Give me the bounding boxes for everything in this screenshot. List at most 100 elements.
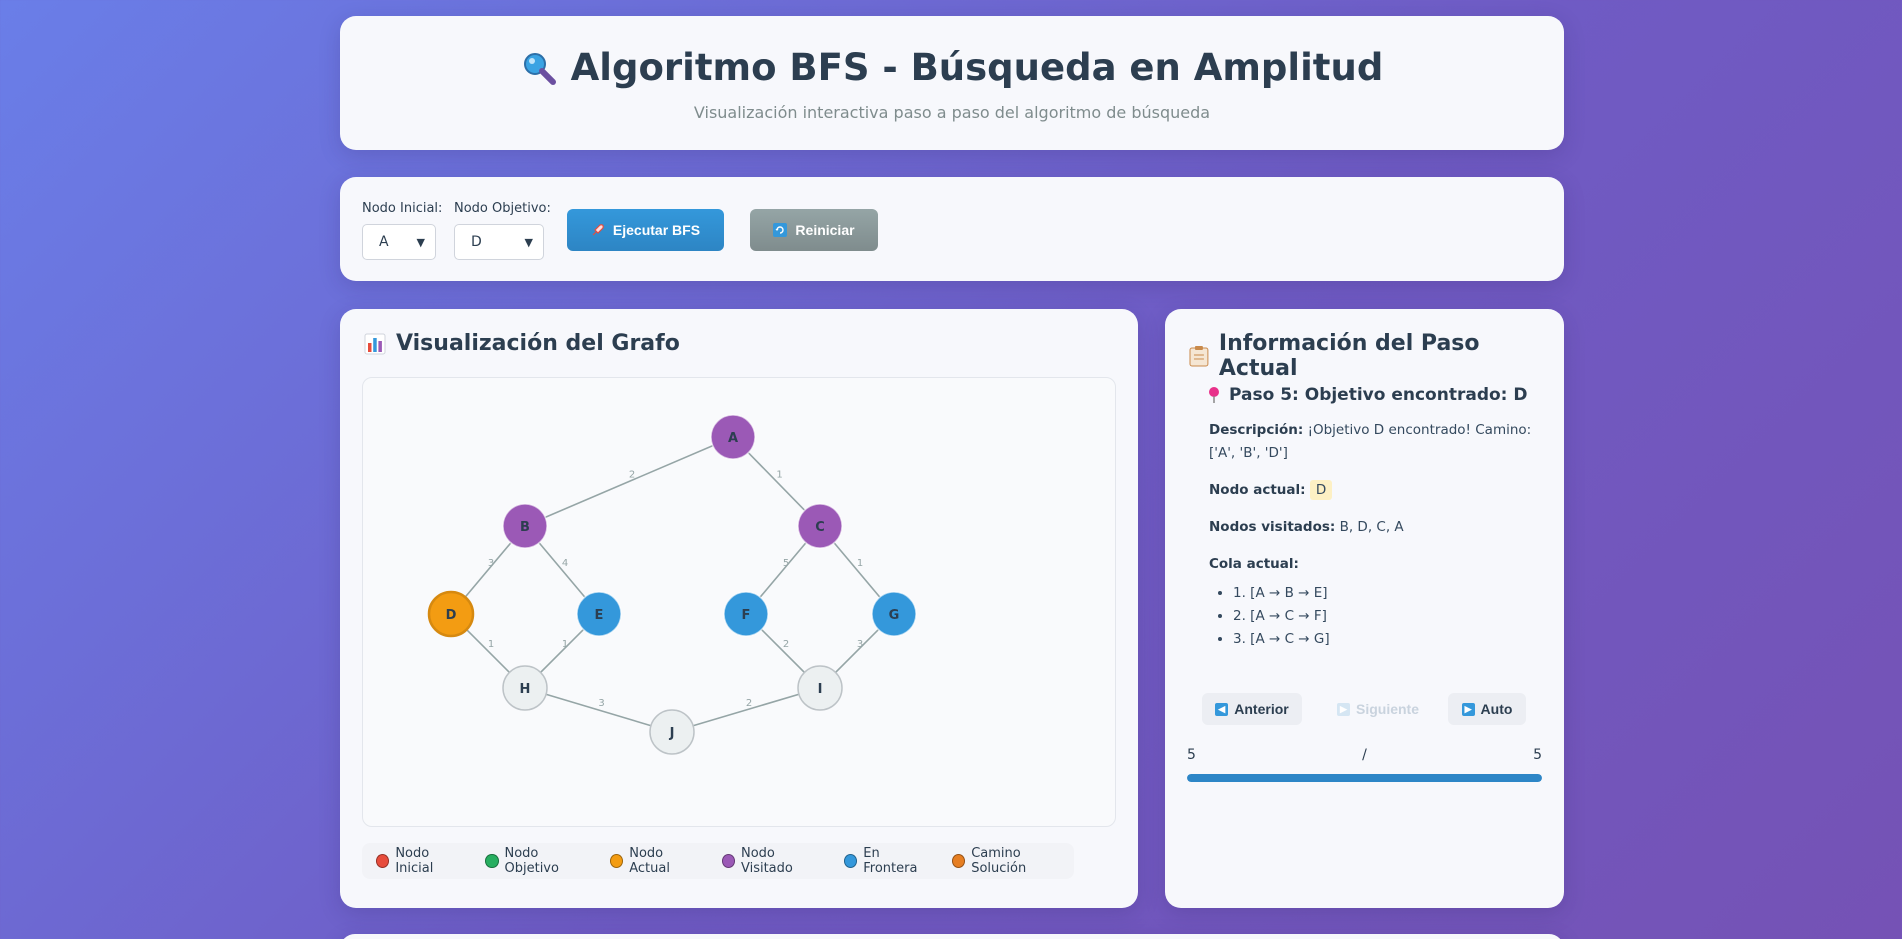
graph-edge-AB — [524, 436, 734, 527]
reset-label: Reiniciar — [795, 222, 855, 238]
next-button[interactable]: ▶ Siguiente — [1328, 693, 1428, 725]
graph-edge-HJ — [524, 687, 673, 733]
edge-weight-label: 1 — [562, 639, 568, 650]
page-title-row: Algoritmo BFS - Búsqueda en Amplitud — [340, 46, 1564, 89]
graph-node-J[interactable]: J — [649, 709, 695, 755]
edge-weight-label: 1 — [857, 558, 863, 569]
current-node-badge: D — [1309, 480, 1333, 500]
rewind-icon: ◀ — [1215, 702, 1229, 716]
legend-label: Nodo Actual — [629, 846, 670, 876]
bottom-card — [340, 934, 1564, 939]
legend-label: Camino Solución — [971, 846, 1027, 876]
magnifier-icon — [523, 52, 556, 85]
queue-item: 1. [A → B → E] — [1233, 582, 1542, 605]
graph-node-I[interactable]: I — [797, 665, 843, 711]
next-label: Siguiente — [1355, 701, 1419, 717]
graph-node-circle — [649, 709, 695, 755]
graph-node-label: J — [669, 726, 675, 741]
graph-node-G[interactable]: G — [871, 591, 917, 637]
graph-node-circle — [723, 591, 769, 637]
queue-label: Cola actual: — [1209, 556, 1299, 572]
refresh-icon — [773, 223, 788, 237]
graph-node-circle — [502, 665, 548, 711]
start-node-select[interactable]: A ▼ — [362, 224, 436, 260]
info-title: Información del Paso Actual — [1218, 331, 1480, 381]
queue-item: 2. [A → C → F] — [1233, 605, 1542, 628]
run-bfs-button[interactable]: Ejecutar BFS — [567, 209, 724, 251]
forward-icon: ▶ — [1336, 702, 1350, 716]
queue-list: 1. [A → B → E] 2. [A → C → F] 3. [A → C … — [1233, 582, 1542, 651]
legend-label: En Frontera — [863, 846, 918, 876]
graph-node-circle — [797, 503, 843, 549]
legend-item: Nodo Visitado — [721, 846, 826, 876]
goal-node-select[interactable]: D ▼ — [454, 224, 544, 260]
graph-node-label: I — [818, 682, 823, 697]
auto-button[interactable]: ▶ Auto — [1448, 693, 1526, 725]
visited-text: B, D, C, A — [1339, 519, 1404, 535]
description-text: ¡Objetivo D encontrado! Camino: ['A', 'B… — [1209, 422, 1532, 461]
previous-label: Anterior — [1234, 701, 1289, 717]
progress-text: 5 / 5 — [1187, 747, 1542, 763]
graph-node-D[interactable]: D — [427, 590, 475, 638]
info-card: Información del Paso Actual Paso 5: Obje… — [1165, 309, 1564, 908]
progress-bar — [1187, 774, 1542, 782]
legend-swatch — [376, 854, 390, 868]
goal-node-group: Nodo Objetivo: D ▼ — [454, 201, 551, 260]
graph-node-label: H — [520, 682, 531, 697]
legend-swatch — [843, 854, 858, 868]
start-node-value: A — [379, 234, 389, 250]
info-title-row: Información del Paso Actual — [1189, 331, 1564, 381]
progress-fill — [1187, 774, 1542, 782]
graph-node-A[interactable]: A — [710, 414, 756, 460]
edge-weight-label: 3 — [857, 639, 863, 650]
graph-node-B[interactable]: B — [502, 503, 548, 549]
reset-button[interactable]: Reiniciar — [750, 209, 878, 251]
graph-edge-IJ — [671, 687, 821, 733]
graph-title-row: Visualización del Grafo — [364, 331, 680, 356]
progress-current: 5 — [1187, 747, 1196, 763]
bar-chart-icon — [364, 333, 386, 354]
legend-item: Nodo Inicial — [376, 846, 467, 876]
progress-total: 5 — [1533, 747, 1542, 763]
graph-node-circle — [871, 591, 917, 637]
graph-node-circle — [502, 503, 548, 549]
graph-node-F[interactable]: F — [723, 591, 769, 637]
graph-title: Visualización del Grafo — [396, 331, 680, 356]
graph-node-circle — [797, 665, 843, 711]
graph-node-H[interactable]: H — [502, 665, 548, 711]
edge-weight-label: 2 — [783, 639, 789, 650]
visited-label: Nodos visitados: — [1209, 519, 1336, 535]
legend-item: Camino Solución — [951, 846, 1074, 876]
step-controls: ◀ Anterior ▶ Siguiente ▶ Auto — [1202, 693, 1528, 725]
step-title-row: Paso 5: Objetivo encontrado: D — [1207, 385, 1542, 405]
graph-node-label: C — [815, 520, 825, 535]
current-node-label: Nodo actual: — [1209, 482, 1306, 498]
graph-node-label: B — [520, 520, 530, 535]
queue-item: 3. [A → C → G] — [1233, 628, 1542, 651]
edge-weight-label: 1 — [488, 639, 494, 650]
play-pause-icon: ▶ — [1461, 702, 1475, 716]
edge-weight-label: 5 — [783, 558, 789, 569]
controls-card: Nodo Inicial: A ▼ Nodo Objetivo: D ▼ Eje… — [340, 177, 1564, 281]
graph-node-label: F — [742, 608, 751, 623]
previous-button[interactable]: ◀ Anterior — [1202, 693, 1302, 725]
run-bfs-label: Ejecutar BFS — [612, 222, 701, 238]
description-line: Descripción: ¡Objetivo D encontrado! Cam… — [1209, 419, 1539, 465]
header-card: Algoritmo BFS - Búsqueda en Amplitud Vis… — [340, 16, 1564, 150]
graph-node-E[interactable]: E — [576, 591, 622, 637]
legend-label: Nodo Inicial — [395, 846, 434, 876]
graph-node-label: D — [446, 608, 457, 623]
legend-swatch — [721, 854, 735, 868]
graph-node-label: G — [889, 608, 900, 623]
edge-weight-label: 2 — [746, 698, 752, 709]
start-node-group: Nodo Inicial: A ▼ — [362, 201, 442, 260]
edge-weight-label: 4 — [562, 558, 568, 569]
current-node-line: Nodo actual: D — [1209, 479, 1539, 502]
chevron-down-icon: ▼ — [524, 235, 533, 249]
queue-line: Cola actual: — [1209, 553, 1539, 576]
graph-node-C[interactable]: C — [797, 503, 843, 549]
